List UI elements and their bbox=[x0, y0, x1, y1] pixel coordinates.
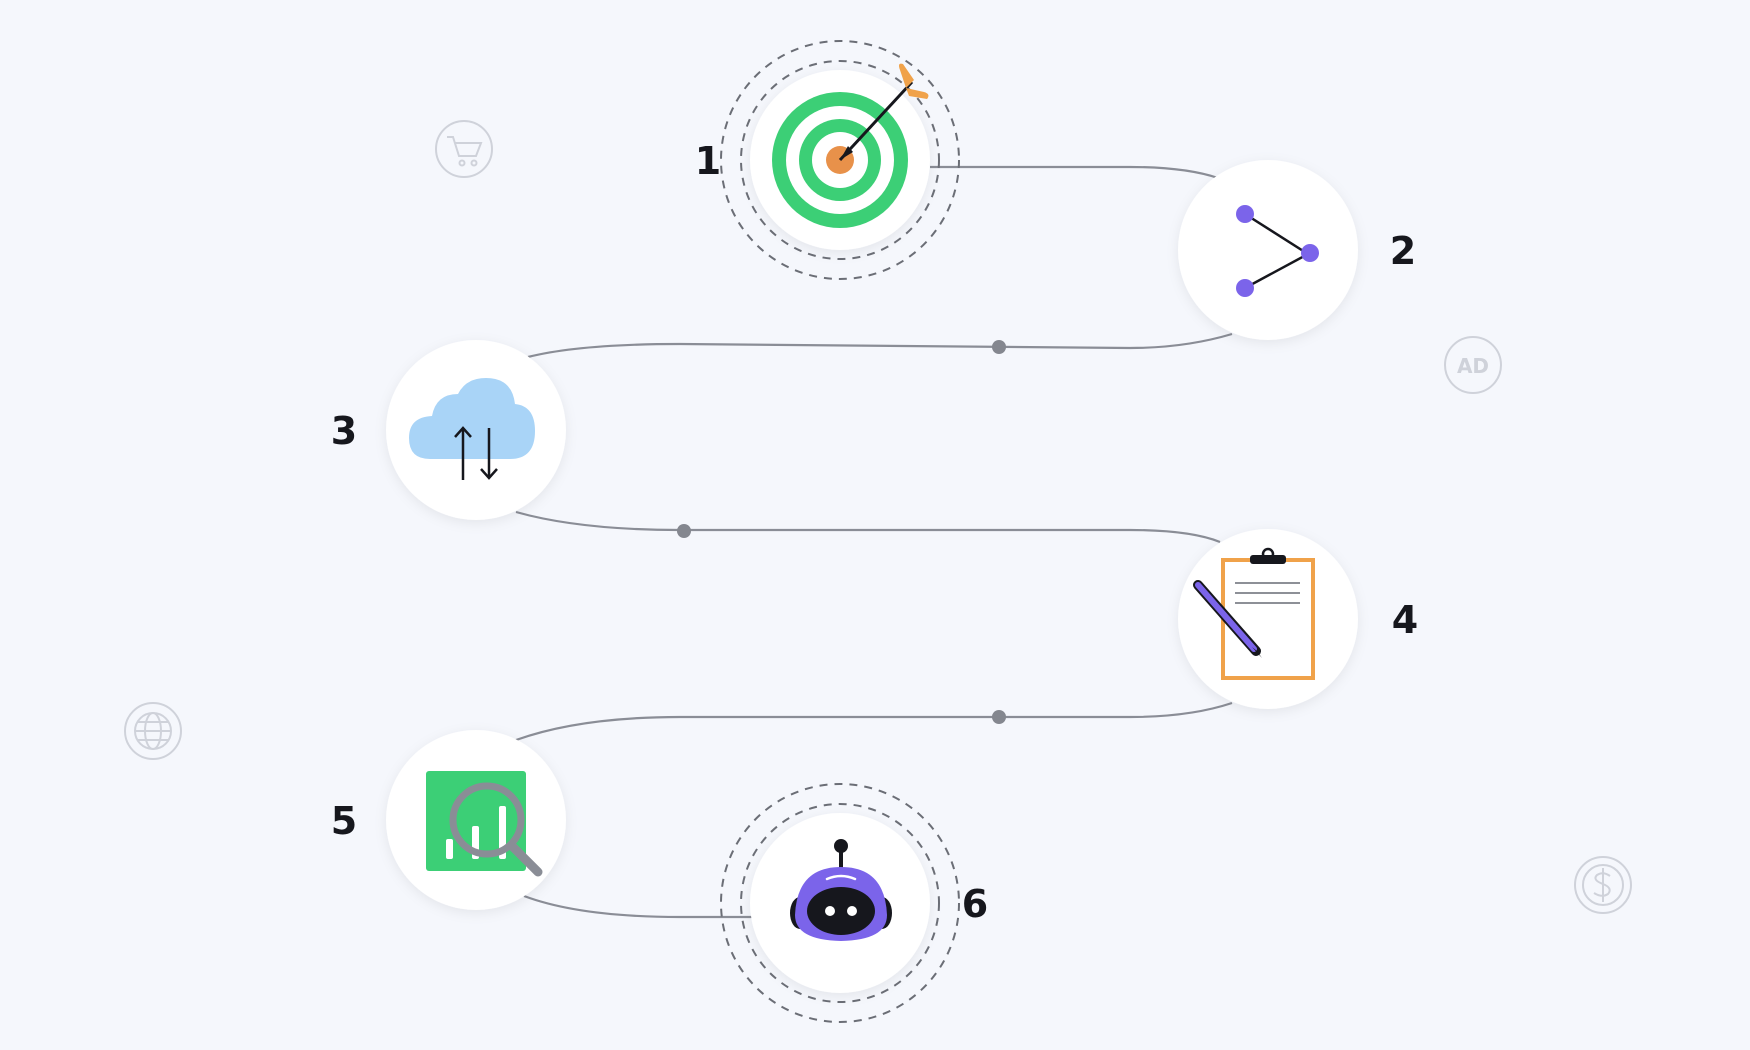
step-number: 3 bbox=[331, 409, 357, 453]
step-3: 3 bbox=[331, 340, 566, 520]
step-1-halo-inner bbox=[740, 60, 940, 260]
connector-1-2 bbox=[930, 165, 1219, 180]
step-number: 2 bbox=[1390, 229, 1416, 273]
step-number: 4 bbox=[1392, 598, 1418, 642]
step-1-halo-outer bbox=[720, 40, 960, 280]
step-6-halo-outer bbox=[720, 783, 960, 1023]
cart-icon bbox=[435, 120, 493, 178]
connector-dot-3-4 bbox=[677, 524, 691, 538]
connector-3-4 bbox=[515, 510, 1221, 544]
step-2-node bbox=[1178, 160, 1358, 340]
step-4: 4 bbox=[1178, 529, 1418, 709]
connector-5-6 bbox=[523, 894, 752, 919]
step-number: 5 bbox=[331, 799, 357, 843]
ad-badge: AD bbox=[1444, 336, 1502, 394]
connector-2-3 bbox=[527, 332, 1233, 359]
connector-dot-2-3 bbox=[992, 340, 1006, 354]
globe-icon bbox=[124, 702, 182, 760]
cloud-sync-icon bbox=[409, 378, 535, 480]
connector-4-5 bbox=[515, 701, 1233, 742]
chart-search-icon bbox=[426, 771, 543, 877]
ad-badge-label: AD bbox=[1457, 354, 1489, 378]
connectors bbox=[515, 165, 1233, 919]
step-number: 1 bbox=[695, 139, 721, 183]
step-5: 5 bbox=[331, 730, 566, 910]
dollar-icon bbox=[1574, 856, 1632, 914]
step-number: 6 bbox=[962, 882, 988, 926]
step-6: 6 bbox=[720, 783, 988, 1023]
connector-dot-4-5 bbox=[992, 710, 1006, 724]
share-nodes-icon bbox=[1236, 205, 1319, 297]
target-icon bbox=[772, 63, 929, 228]
step-1: 1 bbox=[695, 40, 960, 280]
step-2: 2 bbox=[1178, 160, 1416, 340]
robot-icon bbox=[790, 839, 892, 941]
clipboard-pencil-icon bbox=[1193, 547, 1315, 680]
step-6-halo-inner bbox=[740, 803, 940, 1003]
